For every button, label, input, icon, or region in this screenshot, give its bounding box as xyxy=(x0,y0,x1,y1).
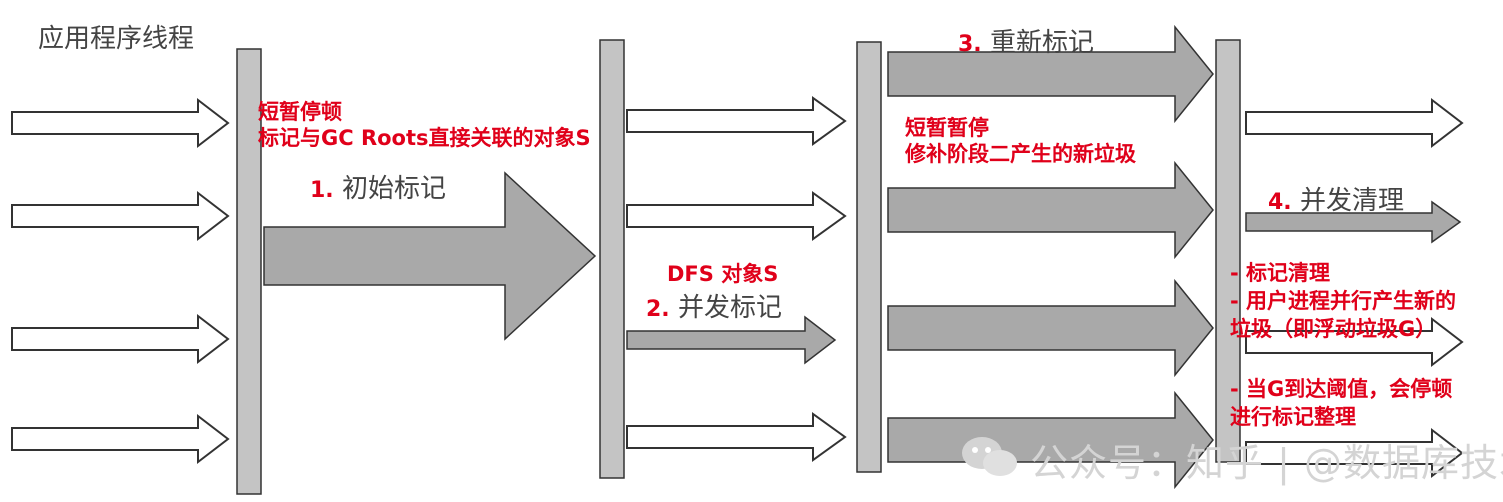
phase-1-name: 初始标记 xyxy=(341,174,446,204)
phase-2-number: 2. xyxy=(646,297,670,322)
thread-arrow-1-1 xyxy=(11,97,230,149)
thread-arrow-2-3 xyxy=(626,412,847,462)
concurrent-sweep-arrow xyxy=(1245,200,1462,244)
phase-2-label: 2. 并发标记 xyxy=(646,287,782,324)
phase-4-number: 4. xyxy=(1268,190,1292,215)
phase-4-label: 4. 并发清理 xyxy=(1268,180,1404,217)
cleanup-line2: - 用户进程并行产生新的 xyxy=(1230,289,1457,313)
remark-arrow-3 xyxy=(887,278,1214,378)
phase-2-name: 并发标记 xyxy=(677,293,782,323)
initial-pause-line2: 标记与GC Roots直接关联的对象S xyxy=(258,126,591,150)
remark-arrow-1 xyxy=(887,24,1214,124)
phase-bar-3 xyxy=(856,41,882,473)
phase-4-name: 并发清理 xyxy=(1299,186,1404,216)
phase-1-label: 1. 初始标记 xyxy=(310,168,446,205)
threshold-note: - 当G到达阈值，会停顿 进行标记整理 xyxy=(1230,375,1452,431)
threshold-line2: 进行标记整理 xyxy=(1230,405,1356,429)
remark-arrow-4 xyxy=(887,390,1214,490)
phase-bar-4 xyxy=(1215,39,1241,463)
remark-pause-note: 短暂暂停 修补阶段二产生的新垃圾 xyxy=(905,115,1136,167)
concurrent-mark-arrow xyxy=(626,315,837,365)
thread-arrow-4-2 xyxy=(1245,316,1464,368)
cleanup-note: - 标记清理 - 用户进程并行产生新的 垃圾（即浮动垃圾G） xyxy=(1230,259,1456,343)
thread-arrow-4-3 xyxy=(1245,427,1464,479)
phase-1-number: 1. xyxy=(310,178,334,203)
dfs-note: DFS 对象S xyxy=(667,262,779,286)
thread-arrow-1-4 xyxy=(11,413,230,465)
remark-arrow-2 xyxy=(887,160,1214,260)
thread-arrow-2-1 xyxy=(626,96,847,146)
initial-pause-line1: 短暂停顿 xyxy=(258,100,342,124)
cleanup-line3: 垃圾（即浮动垃圾G） xyxy=(1230,317,1437,341)
threshold-line1: - 当G到达阈值，会停顿 xyxy=(1230,377,1453,401)
phase-bar-1 xyxy=(236,48,262,495)
watermark: 公众号：知乎 | @数据库技术 xyxy=(1030,441,1503,485)
remark-pause-line1: 短暂暂停 xyxy=(905,116,989,140)
thread-arrow-4-1 xyxy=(1245,97,1464,149)
initial-mark-arrow xyxy=(263,171,597,341)
phase-3-number: 3. xyxy=(958,32,982,57)
phase-3-label: 3. 重新标记 xyxy=(958,22,1094,59)
initial-pause-note: 短暂停顿 标记与GC Roots直接关联的对象S xyxy=(258,99,591,151)
wechat-icon xyxy=(962,437,1017,476)
cleanup-line1: - 标记清理 xyxy=(1230,261,1331,285)
thread-arrow-1-2 xyxy=(11,190,230,242)
app-threads-title: 应用程序线程 xyxy=(38,24,195,54)
phase-3-name: 重新标记 xyxy=(989,28,1094,58)
phase-bar-2 xyxy=(599,39,625,479)
thread-arrow-2-2 xyxy=(626,191,847,241)
remark-pause-line2: 修补阶段二产生的新垃圾 xyxy=(905,142,1136,166)
thread-arrow-1-3 xyxy=(11,313,230,365)
